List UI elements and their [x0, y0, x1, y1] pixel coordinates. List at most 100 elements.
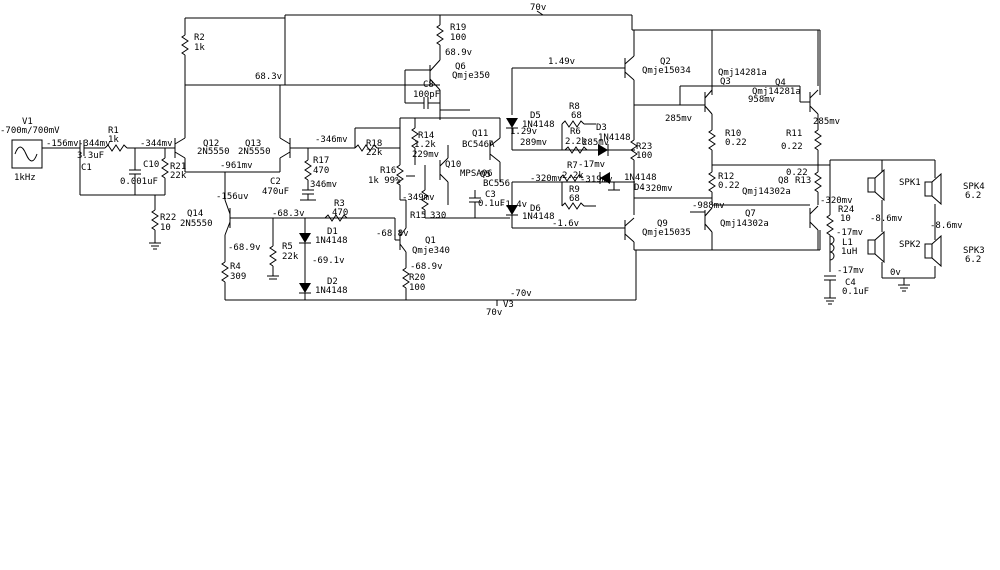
svg-text:309: 309 — [230, 272, 246, 282]
svg-text:6.2: 6.2 — [965, 191, 981, 201]
probe-17c: -17mv — [837, 266, 864, 276]
svg-text:1k: 1k — [108, 135, 119, 145]
svg-text:R5: R5 — [282, 242, 293, 252]
svg-text:MPSA06: MPSA06 — [460, 169, 493, 179]
probe-988: -988mv — [692, 201, 725, 211]
svg-text:R1: R1 — [108, 126, 119, 136]
probe-683v: 68.3v — [255, 72, 282, 82]
svg-text:1uH: 1uH — [841, 247, 857, 257]
capacitor-c4: C4 0.1uF — [824, 275, 869, 305]
svg-text:R3: R3 — [334, 199, 345, 209]
svg-text:R23: R23 — [636, 142, 652, 152]
speaker-spk1: SPK1 — [867, 168, 921, 232]
svg-text:100: 100 — [409, 283, 425, 293]
resistor-r12: R12 0.22 — [708, 165, 740, 205]
positive-rail-label: 70v — [530, 3, 546, 13]
svg-text:2N5550: 2N5550 — [197, 147, 230, 157]
probe-683-bias: -68.3v — [272, 209, 305, 219]
resistor-r16: R16 1k 99% — [368, 118, 415, 201]
svg-text:R9: R9 — [569, 185, 580, 195]
svg-text:68: 68 — [571, 111, 582, 121]
transistor-q2: Q2 Qmje15034 — [624, 30, 691, 115]
svg-text:10: 10 — [160, 223, 171, 233]
probe-input: -156mv — [46, 139, 79, 149]
transistor-q1: Q1 Qmje340 — [394, 200, 450, 268]
svg-text:470: 470 — [313, 166, 329, 176]
svg-text:R21: R21 — [170, 162, 186, 172]
transistor-q10: Q10 MPSA06 — [439, 145, 493, 205]
v1-frequency: 1kHz — [14, 173, 36, 183]
svg-text:Q7: Q7 — [745, 209, 756, 219]
probe-q14-collector: -156uv — [216, 192, 249, 202]
svg-text:Qmj14302a: Qmj14302a — [720, 219, 769, 229]
probe-285b: 285mv — [813, 117, 840, 127]
svg-text:10: 10 — [840, 214, 851, 224]
transistor-q8: Q8 Qmj14302a — [712, 176, 819, 250]
svg-text:R7: R7 — [567, 161, 578, 171]
speaker-spk2: SPK2 — [867, 230, 935, 279]
svg-text:SPK4: SPK4 — [963, 182, 985, 192]
probe-691: -69.1v — [312, 256, 345, 266]
probe-q14-emitter: -68.9v — [228, 243, 261, 253]
probe-320b: -320mv — [640, 184, 673, 194]
svg-text:100: 100 — [450, 33, 466, 43]
probe-emitters: -961mv — [220, 161, 253, 171]
positive-rail: 70v — [185, 3, 821, 95]
capacitor-c8: C8 100pF — [404, 69, 440, 109]
svg-text:68: 68 — [569, 194, 580, 204]
svg-text:D5: D5 — [530, 111, 541, 121]
diode-d1: D1 1N4148 — [299, 227, 348, 246]
probe-q12-base: -344mv — [140, 139, 173, 149]
probe-958: 958mv — [748, 95, 775, 105]
svg-text:Qmje340: Qmje340 — [412, 246, 450, 256]
transistor-q12: Q12 2N5550 — [174, 137, 230, 173]
transistor-q13: Q13 2N5550 — [225, 85, 308, 173]
svg-text:C4: C4 — [845, 278, 856, 288]
probe-320c: -320mv — [820, 196, 853, 206]
probe-q1-base: -68.8v — [376, 229, 409, 239]
resistor-r7: R7 2.2k — [559, 161, 584, 182]
resistor-r10: R10 0.22 — [708, 125, 747, 165]
svg-text:R20: R20 — [409, 273, 425, 283]
svg-text:1.2k: 1.2k — [414, 140, 436, 150]
speaker-spk3: SPK3 6.2 — [924, 234, 985, 278]
probe-17: -17mv — [578, 160, 605, 170]
svg-text:470: 470 — [332, 208, 348, 218]
svg-text:Q9: Q9 — [657, 219, 668, 229]
svg-text:R15: R15 — [410, 211, 426, 221]
q5-label: Q5 — [480, 170, 491, 180]
svg-text:3.3uF: 3.3uF — [77, 151, 104, 161]
svg-text:R13: R13 — [795, 176, 811, 186]
svg-text:R11: R11 — [786, 129, 802, 139]
svg-text:2.2k: 2.2k — [562, 171, 584, 181]
svg-text:BC546A: BC546A — [462, 140, 495, 150]
svg-text:470uF: 470uF — [262, 187, 289, 197]
resistor-r13: R13 0.22 — [786, 165, 822, 205]
svg-text:Q1: Q1 — [425, 236, 436, 246]
svg-text:R14: R14 — [418, 131, 434, 141]
transistor-q4: Q4 Qmj14281a — [752, 78, 819, 125]
svg-text:1N4148: 1N4148 — [315, 236, 348, 246]
transistor-q7: Q7 Qmj14302a — [690, 207, 769, 250]
svg-text:1N4148: 1N4148 — [522, 212, 555, 222]
svg-text:R8: R8 — [569, 102, 580, 112]
svg-text:R4: R4 — [230, 262, 241, 272]
q5-value: BC556 — [483, 179, 510, 189]
svg-text:R2: R2 — [194, 33, 205, 43]
diode-d6: D6 1N4148 — [506, 182, 555, 228]
svg-text:D1: D1 — [327, 227, 338, 237]
probe-q6-emitter: 68.9v — [445, 48, 472, 58]
svg-text:100pF: 100pF — [413, 90, 440, 100]
v1-label: V1 — [22, 117, 33, 127]
capacitor-c10: C10 0.001uF — [120, 148, 159, 195]
v3-value: 70v — [486, 308, 502, 318]
probe-149: 1.49v — [548, 57, 575, 67]
transistor-q11: Q11 BC546A — [462, 118, 501, 182]
resistor-r24: R24 10 — [826, 205, 854, 272]
probe-q1-emitter: -68.9v — [410, 262, 443, 272]
svg-text:100: 100 — [636, 151, 652, 161]
svg-text:D2: D2 — [327, 277, 338, 287]
transistor-q9: Q9 Qmje15035 — [624, 217, 691, 250]
transistor-q3: Qmj14281a Q3 — [679, 68, 767, 125]
